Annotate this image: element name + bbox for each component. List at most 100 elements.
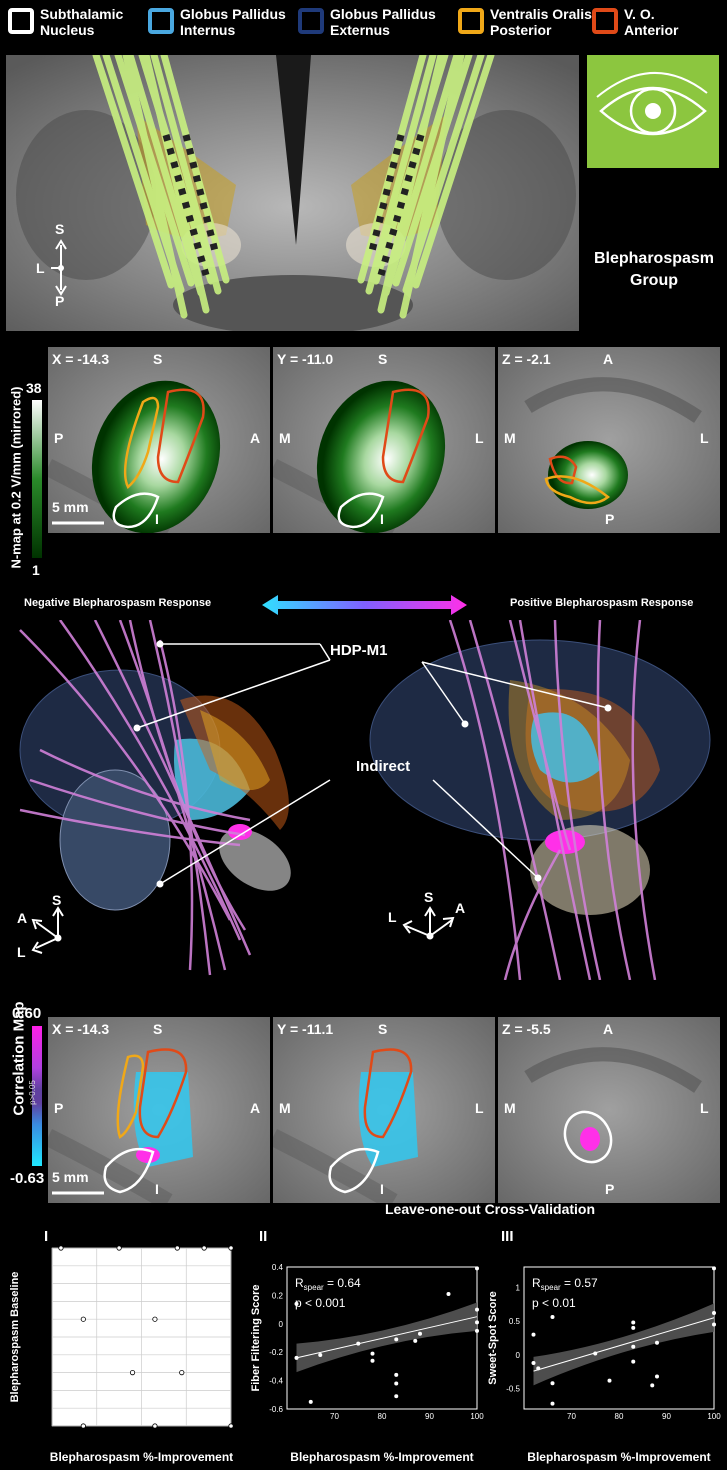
x-tick-label: 70 xyxy=(567,1412,576,1421)
data-point xyxy=(550,1315,555,1320)
x-tick-label: 70 xyxy=(330,1412,339,1421)
spearman-r-label: Rspear = 0.64 xyxy=(295,1276,361,1292)
data-point xyxy=(631,1359,636,1364)
data-point xyxy=(370,1351,375,1356)
x-tick-label: 80 xyxy=(137,1429,146,1438)
data-point xyxy=(475,1307,479,1312)
x-tick-label: 80 xyxy=(615,1412,624,1421)
corr-slice-left-label: M xyxy=(504,1100,516,1116)
y-tick-label: 0.5 xyxy=(509,1317,521,1326)
corr-slice-right-label: L xyxy=(700,1100,709,1116)
y-tick-label: 1 xyxy=(516,1283,521,1292)
corr-slice-top-label: S xyxy=(378,1021,388,1037)
data-point xyxy=(712,1266,716,1271)
nmap-slice-left-label: P xyxy=(54,430,64,446)
nmap-slice-bottom-label: P xyxy=(605,511,615,527)
data-point xyxy=(446,1291,451,1296)
data-point xyxy=(550,1381,555,1386)
legend-label-line2: Anterior xyxy=(624,22,679,38)
data-point xyxy=(228,1423,234,1429)
data-point xyxy=(550,1401,555,1406)
spearman-r-label: Rspear = 0.57 xyxy=(532,1276,598,1292)
legend-swatch xyxy=(148,8,174,34)
x-tick-label: 60 xyxy=(48,1429,57,1438)
corr-slice-top-label: S xyxy=(153,1021,163,1037)
y-tick-label: 3 xyxy=(44,1422,49,1431)
x-tick-label: 90 xyxy=(662,1412,671,1421)
corr-slice-right-label: L xyxy=(475,1100,484,1116)
right-orient-a: A xyxy=(455,900,466,916)
figure-letter: A xyxy=(0,2,11,24)
nmap-colorbar-label: N-map at 0.2 V/mm (mirrored) xyxy=(8,386,24,569)
nmap-slice-left-label: M xyxy=(279,430,291,446)
corr-slice-coord-label: X = -14.3 xyxy=(52,1021,110,1037)
nmap-scale-bar-label: 5 mm xyxy=(52,499,89,515)
x-tick-label: 90 xyxy=(182,1429,191,1438)
data-point xyxy=(394,1337,399,1342)
p-value-label: p < 0.001 xyxy=(295,1296,346,1310)
corr-colorbar-max: 0.60 xyxy=(12,1005,42,1022)
left-orient-l: L xyxy=(17,944,26,960)
y-tick-label: 0 xyxy=(516,1351,521,1360)
data-point xyxy=(631,1325,636,1330)
p-value-label: p < 0.01 xyxy=(532,1296,576,1310)
corr-pval: p>0.05 xyxy=(27,1080,37,1105)
y-tick-label: -0.5 xyxy=(506,1385,520,1394)
nmap-slice-coord-label: Z = -2.1 xyxy=(502,351,551,367)
legend-label-line1: Globus Pallidus xyxy=(180,6,286,22)
eye-icon xyxy=(587,55,719,168)
data-point xyxy=(655,1374,659,1379)
data-point xyxy=(631,1344,636,1349)
data-point xyxy=(152,1316,158,1322)
panel-label: I xyxy=(44,1228,48,1245)
data-point xyxy=(370,1358,375,1363)
data-point xyxy=(712,1322,716,1327)
legend-label: V. O.Anterior xyxy=(624,6,678,38)
orient-superior: S xyxy=(55,221,65,237)
nmap-slice-top-label: A xyxy=(603,351,614,367)
dbs-lead-overview-image: S L P xyxy=(6,55,579,331)
data-point xyxy=(531,1361,536,1366)
x-axis-label: Blepharospasm %-Improvement xyxy=(50,1450,233,1464)
group-title: Blepharospasm Group xyxy=(584,248,724,292)
legend-label-line2: Nucleus xyxy=(40,22,95,38)
data-point xyxy=(318,1353,323,1358)
legend-label-line1: Globus Pallidus xyxy=(330,6,436,22)
y-tick-label: -0.4 xyxy=(269,1377,283,1386)
x-axis-label: Blepharospasm %-Improvement xyxy=(527,1450,710,1464)
data-point xyxy=(179,1370,185,1376)
positive-response-label: Positive Blepharospasm Response xyxy=(510,597,694,609)
data-point xyxy=(712,1310,716,1315)
data-point xyxy=(418,1331,422,1336)
legend-swatch xyxy=(298,8,324,34)
data-point xyxy=(607,1378,612,1383)
regression-line xyxy=(296,1316,478,1359)
y-axis-label: Sweet-Spot Score xyxy=(487,1291,499,1385)
corr-slice-bottom-label: P xyxy=(605,1181,615,1197)
corr-colorbar-min: -0.63 xyxy=(10,1170,45,1187)
legend-item: V. O.Anterior xyxy=(592,6,678,38)
data-point xyxy=(294,1355,299,1360)
nmap-colorbar-min: 1 xyxy=(32,562,40,578)
legend-label-line2: Externus xyxy=(330,22,390,38)
data-point xyxy=(80,1423,86,1429)
indirect-label: Indirect xyxy=(356,758,411,775)
legend-label-line1: Subthalamic xyxy=(40,6,124,22)
data-point xyxy=(475,1266,479,1271)
legend-label-line1: Ventralis Oralis xyxy=(490,6,592,22)
nmap-colorbar-max: 38 xyxy=(26,380,42,396)
data-point xyxy=(356,1341,361,1346)
data-point xyxy=(152,1423,158,1429)
y-tick-label: 4.5 xyxy=(37,1369,49,1378)
loocv-title: Leave-one-out Cross-Validation xyxy=(385,1201,596,1217)
y-tick-label: -0.6 xyxy=(269,1405,283,1414)
